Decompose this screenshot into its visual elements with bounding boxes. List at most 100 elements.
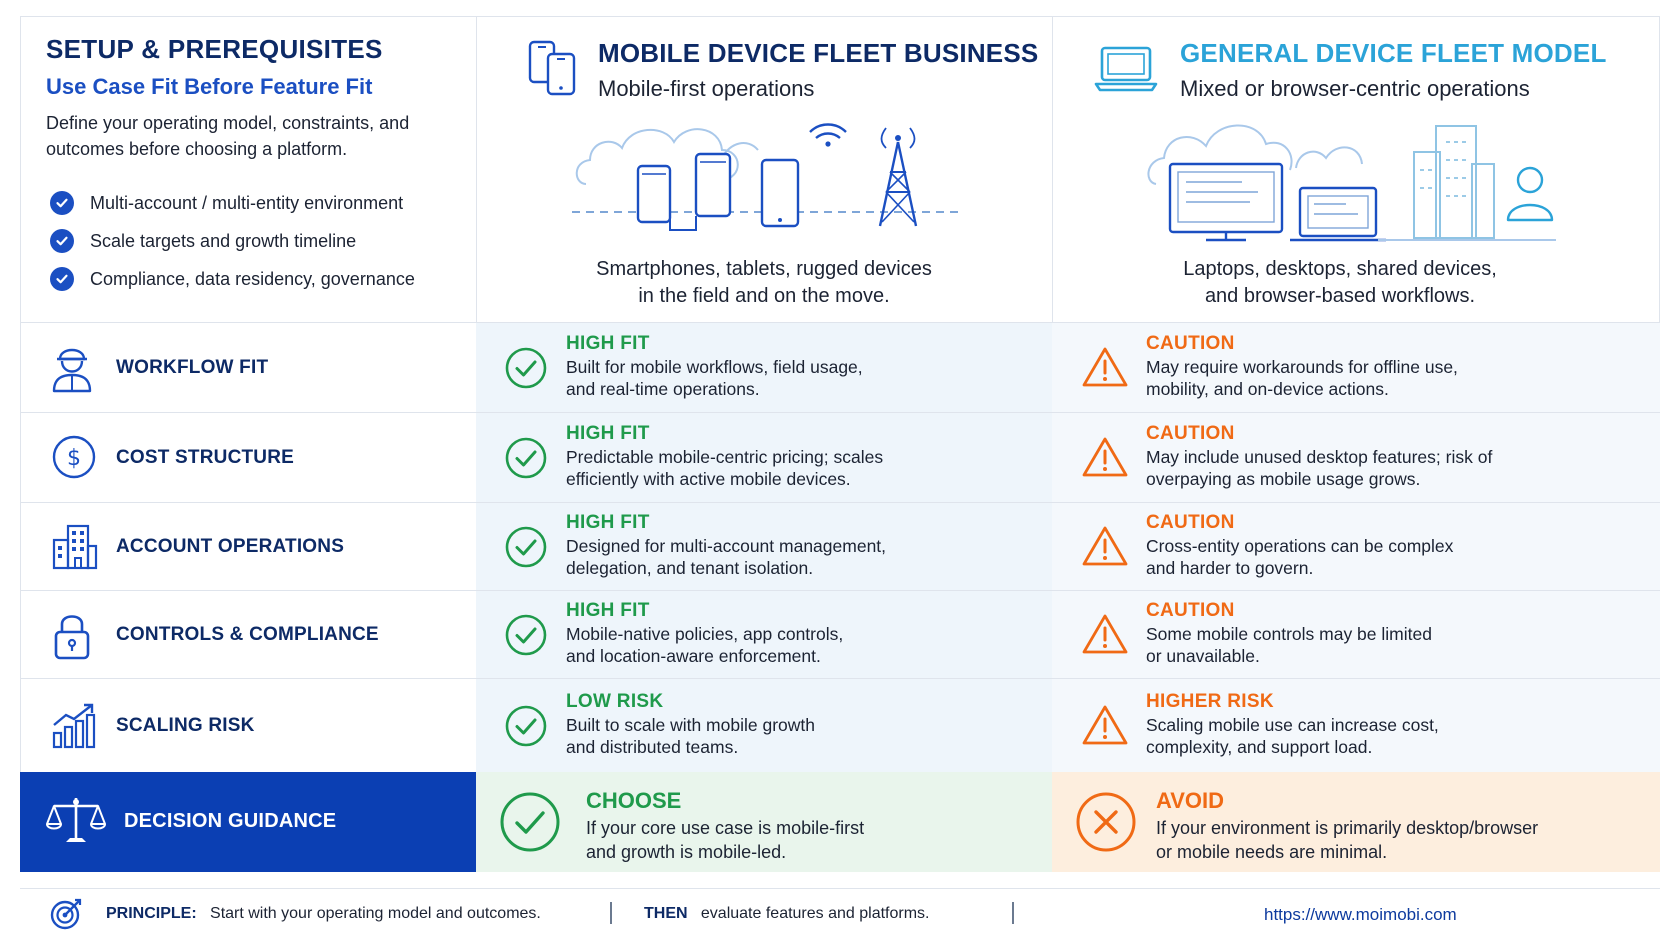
mobile-verdict-description: Designed for multi-account management,de… — [566, 535, 886, 579]
mobile-verdict: HIGH FIT — [566, 333, 650, 354]
general-verdict: CAUTION — [1146, 600, 1235, 621]
setup-subtitle: Use Case Fit Before Feature Fit — [46, 74, 373, 99]
footer-then-text: evaluate features and platforms. — [700, 905, 930, 922]
footer-divider — [20, 888, 1660, 889]
check-circle-icon — [504, 613, 548, 662]
decision-general-cell: AVOID If your environment is primarily d… — [1052, 772, 1660, 872]
general-verdict: CAUTION — [1146, 423, 1235, 444]
check-icon — [50, 267, 74, 291]
list-item-label: Scale targets and growth timeline — [90, 230, 357, 251]
mobile-verdict-line: and location-aware enforcement. — [566, 646, 821, 666]
mobile-verdict-line: and real-time operations. — [566, 379, 760, 399]
dollar-icon: $ — [50, 433, 98, 486]
mobile-column-title: MOBILE DEVICE FLEET BUSINESS — [598, 38, 1039, 68]
list-item-label: Multi-account / multi-entity environment — [90, 192, 404, 213]
footer-then-label: THEN — [644, 905, 688, 922]
row-label: ACCOUNT OPERATIONS — [116, 536, 345, 557]
warning-icon — [1082, 525, 1128, 572]
mobile-column-subtitle: Mobile-first operations — [598, 76, 815, 101]
mobile-verdict: HIGH FIT — [566, 423, 650, 444]
decision-mobile-cell: CHOOSE If your core use case is mobile-f… — [476, 772, 1052, 872]
general-verdict-line: complexity, and support load. — [1146, 737, 1373, 757]
mobile-verdict: LOW RISK — [566, 691, 664, 712]
decision-general-line: or mobile needs are minimal. — [1156, 842, 1388, 862]
general-verdict-line: Cross-entity operations can be complex — [1146, 536, 1454, 556]
general-verdict: CAUTION — [1146, 512, 1235, 533]
general-verdict-line: Scaling mobile use can increase cost, — [1146, 715, 1439, 735]
row-label: WORKFLOW FIT — [116, 357, 269, 378]
mobile-verdict-description: Predictable mobile-centric pricing; scal… — [566, 446, 883, 490]
footer-separator — [1012, 902, 1014, 924]
footer-separator — [610, 902, 612, 924]
warning-icon — [1082, 613, 1128, 660]
growth-chart-icon — [50, 701, 98, 754]
general-caption-line: and browser-based workflows. — [1204, 285, 1476, 307]
decision-guidance-row: DECISION GUIDANCE CHOOSE If your core us… — [20, 772, 1660, 872]
mobile-caption-line: in the field and on the move. — [638, 285, 890, 307]
row-label: COST STRUCTURE — [116, 447, 295, 468]
lock-icon — [50, 610, 94, 665]
general-devices-illustration — [1147, 124, 1556, 242]
general-column-title: GENERAL DEVICE FLEET MODEL — [1180, 38, 1607, 68]
decision-general-description: If your environment is primarily desktop… — [1156, 816, 1538, 864]
general-caption-line: Laptops, desktops, shared devices, — [1183, 258, 1497, 280]
mobile-verdict-line: Mobile-native policies, app controls, — [566, 624, 844, 644]
mobile-verdict-line: Designed for multi-account management, — [566, 536, 887, 556]
mobile-verdict: HIGH FIT — [566, 512, 650, 533]
mobile-verdict-description: Mobile-native policies, app controls,and… — [566, 623, 843, 667]
building-icon — [50, 522, 98, 575]
check-circle-icon — [504, 704, 548, 753]
check-icon — [50, 191, 74, 215]
x-circle-icon — [1076, 792, 1136, 852]
footer-principle: PRINCIPLE: Start with your operating mod… — [106, 905, 541, 923]
comparison-row: WORKFLOW FIT HIGH FIT Built for mobile wor… — [20, 322, 1660, 412]
decision-mobile-description: If your core use case is mobile-first an… — [586, 816, 864, 864]
setup-title: SETUP & PREREQUISITES — [46, 34, 383, 64]
worker-icon — [50, 343, 94, 398]
list-item: Compliance, data residency, governance — [50, 260, 415, 298]
footer-website-link[interactable]: https://www.moimobi.com — [1264, 905, 1457, 924]
general-verdict-line: May require workarounds for offline use, — [1146, 357, 1458, 377]
mobile-devices-illustration — [572, 123, 962, 231]
general-verdict: HIGHER RISK — [1146, 691, 1274, 712]
warning-icon — [1082, 346, 1128, 393]
target-icon — [50, 898, 82, 930]
warning-icon — [1082, 436, 1128, 483]
mobile-fit-cell: HIGH FIT Built for mobile workflows, fiel… — [476, 323, 1052, 412]
general-verdict-description: Scaling mobile use can increase cost,com… — [1146, 714, 1439, 758]
general-verdict-line: or unavailable. — [1146, 646, 1260, 666]
mobile-verdict-line: delegation, and tenant isolation. — [566, 558, 814, 578]
check-circle-icon — [504, 436, 548, 485]
general-verdict-line: mobility, and on-device actions. — [1146, 379, 1389, 399]
decision-mobile-line: If your core use case is mobile-first — [586, 818, 865, 838]
general-column-subtitle: Mixed or browser-centric operations — [1180, 76, 1530, 101]
mobile-verdict: HIGH FIT — [566, 600, 650, 621]
decision-label-cell: DECISION GUIDANCE — [20, 772, 476, 872]
general-verdict: CAUTION — [1146, 333, 1235, 354]
general-verdict-line: overpaying as mobile usage grows. — [1146, 469, 1421, 489]
mobile-verdict-line: Built for mobile workflows, field usage, — [566, 357, 863, 377]
check-circle-icon — [504, 525, 548, 574]
check-circle-icon — [504, 346, 548, 395]
list-item: Scale targets and growth timeline — [50, 222, 415, 260]
list-item: Multi-account / multi-entity environment — [50, 184, 415, 222]
mobile-verdict-line: and distributed teams. — [566, 737, 739, 757]
laptop-icon — [1094, 46, 1158, 92]
list-item-label: Compliance, data residency, governance — [90, 268, 415, 289]
general-verdict-line: Some mobile controls may be limited — [1146, 624, 1432, 644]
row-label: CONTROLS & COMPLIANCE — [116, 624, 379, 645]
check-icon — [50, 229, 74, 253]
check-circle-icon — [500, 792, 560, 852]
